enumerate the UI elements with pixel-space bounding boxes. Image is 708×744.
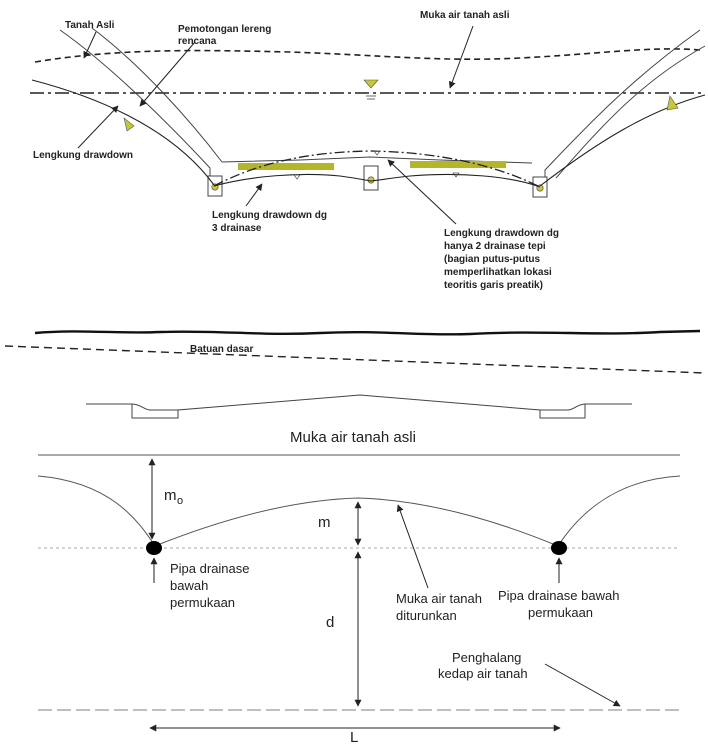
label-drawdown-2-line2: hanya 2 drainase tepi <box>444 241 546 252</box>
road-ditch-right <box>540 403 586 411</box>
label-drawdown-3-line2: 3 drainase <box>212 223 262 234</box>
bedrock-line <box>34 329 701 336</box>
label-muka-turun-2: diturunkan <box>396 608 457 623</box>
drawdown-curve-outer-right <box>539 94 706 187</box>
cut-slope-inner <box>91 27 223 163</box>
pavement-layer-left <box>238 163 334 170</box>
leader-penghalang <box>544 663 621 707</box>
label-pipa-left-2: bawah <box>170 578 208 593</box>
leader-pemotongan <box>139 41 196 107</box>
top-cross-section: Tanah Asli Pemotongan lereng rencana Muk… <box>30 10 706 355</box>
small-water-marker <box>293 174 301 180</box>
road-section-outline <box>86 394 632 419</box>
original-ground-line <box>34 48 701 63</box>
label-m-o: m <box>164 487 177 504</box>
label-drawdown-2-line4: memperlihatkan lokasi <box>444 267 552 278</box>
lowered-water-table-curve <box>37 475 681 547</box>
label-drawdown-2-line1: Lengkung drawdown dg <box>444 228 559 239</box>
drawdown-curve-2-drains-theoretical <box>213 150 541 188</box>
road-ditch-left <box>131 403 178 411</box>
label-pemotongan-2: rencana <box>178 36 217 47</box>
leader-drawdown-2 <box>387 159 457 225</box>
drain-pipe-center <box>367 176 375 184</box>
small-water-marker <box>452 172 460 178</box>
label-d: d <box>326 614 334 631</box>
label-pipa-right-2: permukaan <box>528 605 593 620</box>
section-divider <box>4 345 706 374</box>
label-batuan-dasar: Batuan dasar <box>190 344 253 355</box>
cut-slope-outer <box>544 29 701 180</box>
label-penghalang-1: Penghalang <box>452 650 521 665</box>
label-muka-air-asli-bottom: Muka air tanah asli <box>290 429 416 446</box>
label-pipa-right-1: Pipa drainase bawah <box>498 588 619 603</box>
drain-pipe-left-bottom <box>146 541 162 555</box>
label-pipa-left-1: Pipa drainase <box>170 561 250 576</box>
label-drawdown-2-line5: teoritis garis preatik) <box>444 280 543 291</box>
label-penghalang-2: kedap air tanah <box>438 666 528 681</box>
label-muka-turun-1: Muka air tanah <box>396 591 482 606</box>
water-marker-left-slope <box>123 117 135 132</box>
leader-muka-turun <box>396 504 429 589</box>
label-drawdown-2-line3: (bagian putus-putus <box>444 254 541 265</box>
label-m-o-sub: o <box>177 495 183 507</box>
label-muka-air-asli-top: Muka air tanah asli <box>420 10 510 21</box>
label-tanah-asli: Tanah Asli <box>65 20 115 31</box>
label-L: L <box>350 729 358 744</box>
leader-muka-air-asli <box>448 25 474 89</box>
pavement-layer-right <box>410 161 506 168</box>
label-m: m <box>318 514 331 531</box>
drawdown-curve-3-drains <box>213 173 541 188</box>
drain-pipe-right-bottom <box>551 541 567 555</box>
label-lengkung-drawdown: Lengkung drawdown <box>33 150 133 161</box>
small-water-marker <box>373 150 381 156</box>
leader-drawdown-3 <box>245 183 263 207</box>
cut-slope-inner <box>555 45 706 179</box>
bottom-cross-section: Muka air tanah asli m o m d L Pipa drain… <box>37 394 681 744</box>
label-pemotongan-1: Pemotongan lereng <box>178 24 271 35</box>
drawdown-curve-outer-left <box>31 79 215 186</box>
label-drawdown-3-line1: Lengkung drawdown dg <box>212 210 327 221</box>
leader-lengkung-drawdown <box>77 105 119 149</box>
water-level-marker <box>363 79 379 89</box>
leader-tanah-asli <box>83 31 97 59</box>
water-marker-right-slope <box>666 95 679 111</box>
label-pipa-left-3: permukaan <box>170 595 235 610</box>
